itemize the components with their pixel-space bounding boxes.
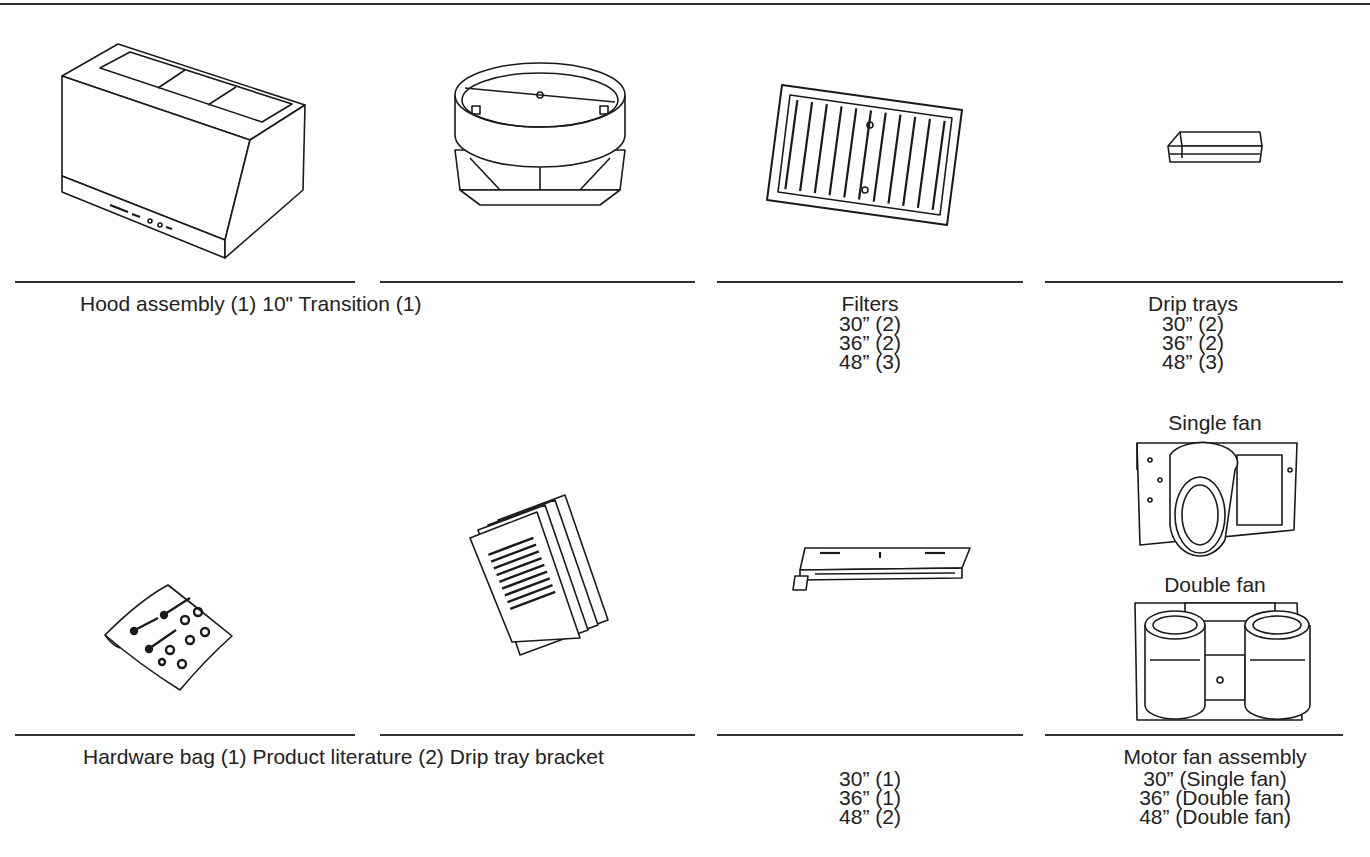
double-fan-drawing xyxy=(1135,603,1310,720)
single-fan-drawing xyxy=(1137,442,1297,556)
part-label: Hardware bag (1) xyxy=(83,746,246,768)
part-label: Motor fan assembly xyxy=(1123,746,1306,768)
quantity-label: 48” (3) xyxy=(839,351,901,373)
hardware-bag-drawing xyxy=(105,585,232,690)
hood-drawing xyxy=(62,44,305,258)
literature-drawing xyxy=(470,495,608,655)
part-label: 10" Transition (1) xyxy=(262,293,421,315)
quantity-label: 48” (3) xyxy=(1162,351,1224,373)
quantity-label: 48” (2) xyxy=(839,806,901,828)
filter-drawing xyxy=(767,85,962,225)
part-label: Filters xyxy=(841,293,898,315)
rule-lines xyxy=(0,4,1370,735)
drip-tray-drawing xyxy=(1168,132,1262,162)
quantity-label: 48” (Double fan) xyxy=(1139,806,1291,828)
part-label: Product literature (2) xyxy=(252,746,443,768)
transition-drawing xyxy=(455,63,625,205)
part-label: Drip tray bracket xyxy=(450,746,604,768)
variant-label: Single fan xyxy=(1168,412,1261,434)
bracket-drawing xyxy=(793,548,970,590)
variant-label: Double fan xyxy=(1164,574,1266,596)
part-label: Drip trays xyxy=(1148,293,1238,315)
part-label: Hood assembly (1) xyxy=(80,293,256,315)
